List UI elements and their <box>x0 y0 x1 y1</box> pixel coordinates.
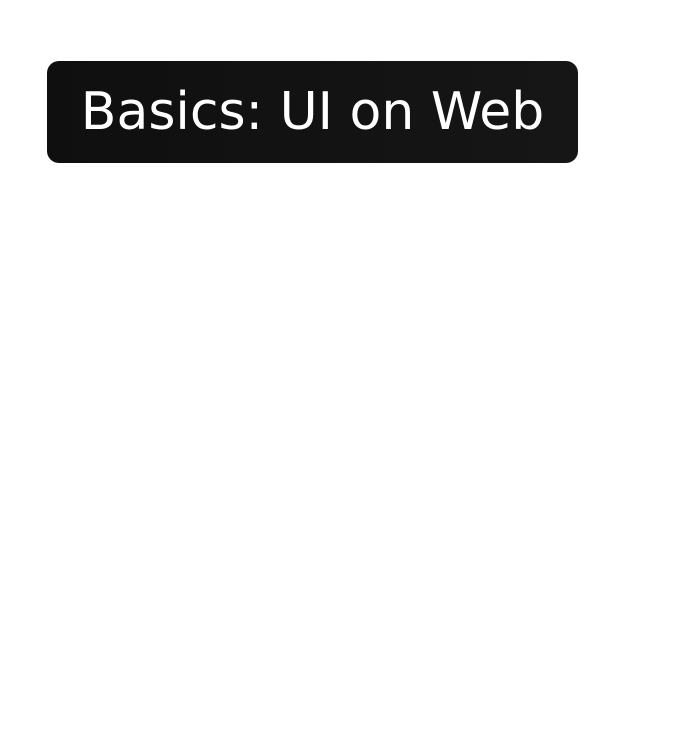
title-badge: Basics: UI on Web <box>47 61 578 163</box>
page-title: Basics: UI on Web <box>80 82 545 142</box>
